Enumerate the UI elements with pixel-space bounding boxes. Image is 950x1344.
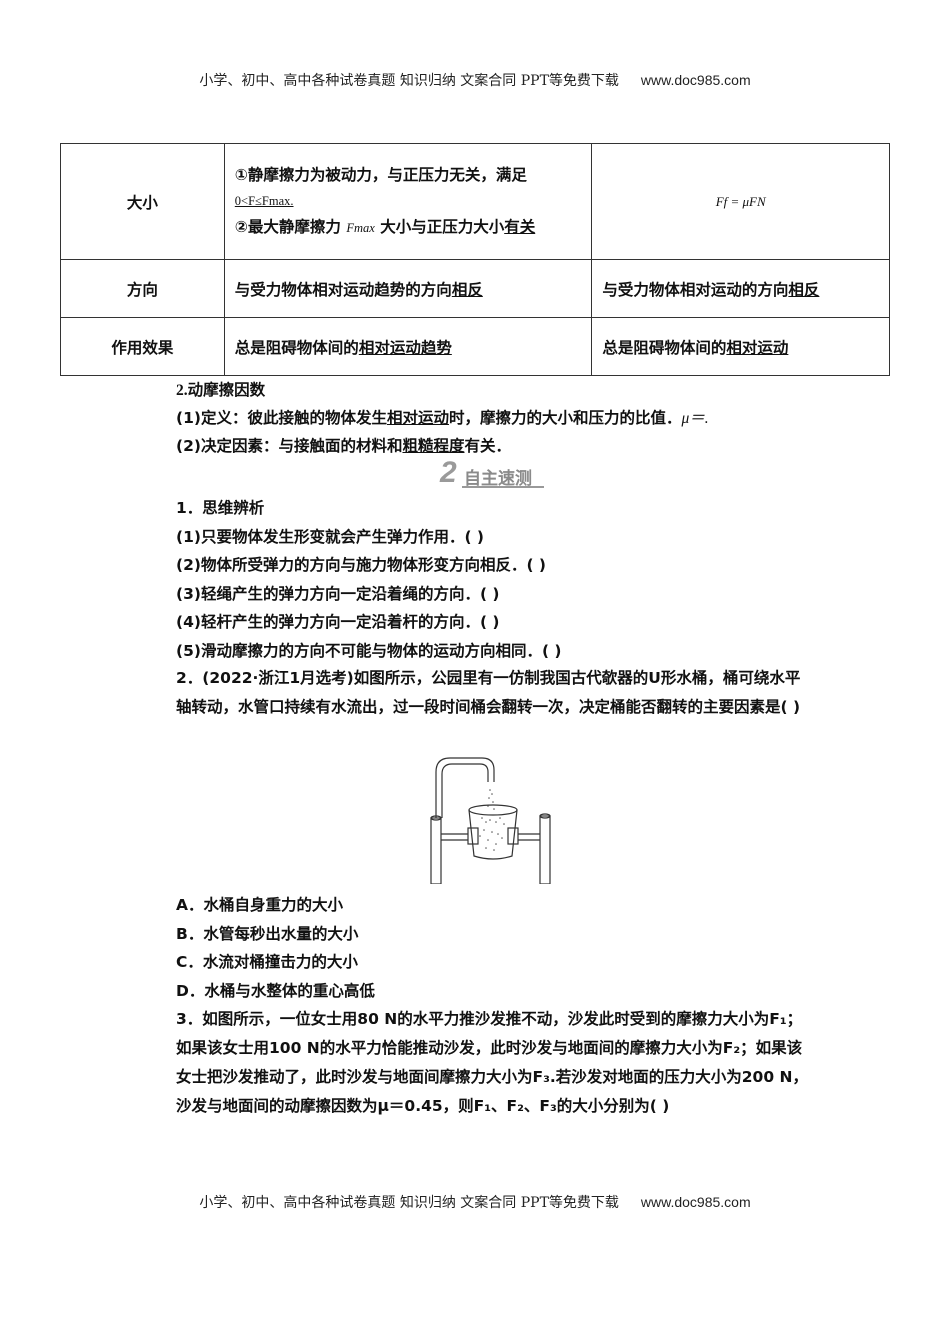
q3-stem-text: 3．如图所示，一位女士用80 N的水平力推沙发推不动，沙发此时受到的摩擦力大小为… bbox=[176, 1010, 808, 1115]
kinetic-effect-a: 总是阻碍物体间的 bbox=[602, 338, 727, 357]
list-item: (1)只要物体发生形变就会产生弹力作用．( ) bbox=[176, 528, 485, 546]
u-bucket-figure bbox=[430, 757, 551, 884]
mu-formula: μ＝. bbox=[681, 410, 709, 427]
badge-label: 自主速测 bbox=[464, 469, 532, 489]
factor-b: 粗糙程度 bbox=[402, 437, 465, 455]
q2-stem-text: 2．(2022·浙江1月选考)如图所示，公园里有一仿制我国古代欹器的U形水桶，桶… bbox=[176, 669, 801, 716]
table-row: 方向 与受力物体相对运动趋势的方向相反 与受力物体相对运动的方向相反 bbox=[60, 259, 890, 318]
option-d: D．水桶与水整体的重心高低 bbox=[176, 982, 375, 1000]
list-item: (2)物体所受弹力的方向与施力物体形变方向相反．( ) bbox=[176, 556, 547, 574]
q1-title: 1．思维辨析 bbox=[176, 499, 265, 517]
kinetic-direction-b: 相反 bbox=[788, 280, 820, 299]
table-row: 作用效果 总是阻碍物体间的相对运动趋势 总是阻碍物体间的相对运动 bbox=[60, 317, 890, 376]
static-direction-b: 相反 bbox=[451, 280, 483, 299]
fmax-symbol: Fmax bbox=[346, 221, 375, 235]
definition-b: 相对运动 bbox=[386, 409, 449, 427]
definition-a: (1)定义：彼此接触的物体发生 bbox=[176, 409, 387, 427]
friction-comparison-table: 大小 ①静摩擦力为被动力，与正压力无关，满足 0<F≤Fmax. ②最大静摩擦力… bbox=[60, 143, 890, 376]
static-direction-a: 与受力物体相对运动趋势的方向 bbox=[234, 280, 452, 299]
list-item: (3)轻绳产生的弹力方向一定沿着绳的方向．( ) bbox=[176, 585, 500, 603]
static-size-line3-a: ②最大静摩擦力 bbox=[234, 218, 347, 236]
section-title: 2.动摩擦因数 bbox=[176, 382, 266, 399]
option-a: A．水桶自身重力的大小 bbox=[176, 896, 343, 914]
static-size-line2: 0<F≤Fmax. bbox=[234, 194, 294, 208]
static-size-cell: ①静摩擦力为被动力，与正压力无关，满足 0<F≤Fmax. ②最大静摩擦力 Fm… bbox=[223, 143, 593, 260]
q2-stem: 2．(2022·浙江1月选考)如图所示，公园里有一仿制我国古代欹器的U形水桶，桶… bbox=[143, 664, 815, 722]
static-effect-b: 相对运动趋势 bbox=[358, 338, 452, 357]
row-head-size: 大小 bbox=[60, 143, 225, 260]
page-footer: 小学、初中、高中各种试卷真题 知识归纳 文案合同 PPT等免费下载 www.doc… bbox=[0, 1192, 950, 1212]
definition-c: 时，摩擦力的大小和压力的比值． bbox=[448, 409, 682, 427]
page-header: 小学、初中、高中各种试卷真题 知识归纳 文案合同 PPT等免费下载 www.doc… bbox=[0, 70, 950, 90]
header-text: 小学、初中、高中各种试卷真题 知识归纳 文案合同 PPT等免费下载 bbox=[199, 73, 619, 89]
badge-number: 2 bbox=[440, 456, 457, 489]
static-size-line1: ①静摩擦力为被动力，与正压力无关，满足 bbox=[234, 166, 527, 184]
row-head-effect: 作用效果 bbox=[60, 317, 225, 376]
kinetic-effect-b: 相对运动 bbox=[726, 338, 789, 357]
static-effect-cell: 总是阻碍物体间的相对运动趋势 bbox=[223, 317, 593, 376]
footer-site[interactable]: www.doc985.com bbox=[640, 1194, 751, 1210]
definition-line: (1)定义：彼此接触的物体发生相对运动时，摩擦力的大小和压力的比值．μ＝. bbox=[176, 406, 709, 428]
row-head-direction: 方向 bbox=[60, 259, 225, 318]
option-c: C．水流对桶撞击力的大小 bbox=[176, 953, 358, 971]
option-b: B．水管每秒出水量的大小 bbox=[176, 925, 359, 943]
header-site[interactable]: www.doc985.com bbox=[640, 72, 751, 88]
static-size-line3-b: 大小与正压力大小 bbox=[374, 218, 505, 236]
footer-text: 小学、初中、高中各种试卷真题 知识归纳 文案合同 PPT等免费下载 bbox=[199, 1195, 619, 1211]
static-size-line3-c: 有关 bbox=[504, 218, 536, 236]
static-size-line3: ②最大静摩擦力 Fmax 大小与正压力大小有关 bbox=[235, 214, 582, 241]
self-test-badge: 2 自主速测 bbox=[440, 456, 544, 489]
kinetic-direction-a: 与受力物体相对运动的方向 bbox=[602, 280, 789, 299]
kinetic-effect-cell: 总是阻碍物体间的相对运动 bbox=[591, 317, 890, 376]
kinetic-size-cell: Ff = μFN bbox=[591, 143, 890, 260]
static-effect-a: 总是阻碍物体间的 bbox=[234, 338, 359, 357]
list-item: (4)轻杆产生的弹力方向一定沿着杆的方向．( ) bbox=[176, 613, 500, 631]
factor-a: (2)决定因素：与接触面的材料和 bbox=[176, 437, 403, 455]
factor-c: 有关． bbox=[464, 437, 511, 455]
badge-underline bbox=[462, 486, 544, 488]
kinetic-direction-cell: 与受力物体相对运动的方向相反 bbox=[591, 259, 890, 318]
factor-line: (2)决定因素：与接触面的材料和粗糙程度有关． bbox=[176, 434, 511, 456]
q3-stem: 3．如图所示，一位女士用80 N的水平力推沙发推不动，沙发此时受到的摩擦力大小为… bbox=[143, 1005, 815, 1121]
table-row: 大小 ①静摩擦力为被动力，与正压力无关，满足 0<F≤Fmax. ②最大静摩擦力… bbox=[60, 143, 890, 260]
static-direction-cell: 与受力物体相对运动趋势的方向相反 bbox=[223, 259, 593, 318]
list-item: (5)滑动摩擦力的方向不可能与物体的运动方向相同．( ) bbox=[176, 642, 562, 660]
